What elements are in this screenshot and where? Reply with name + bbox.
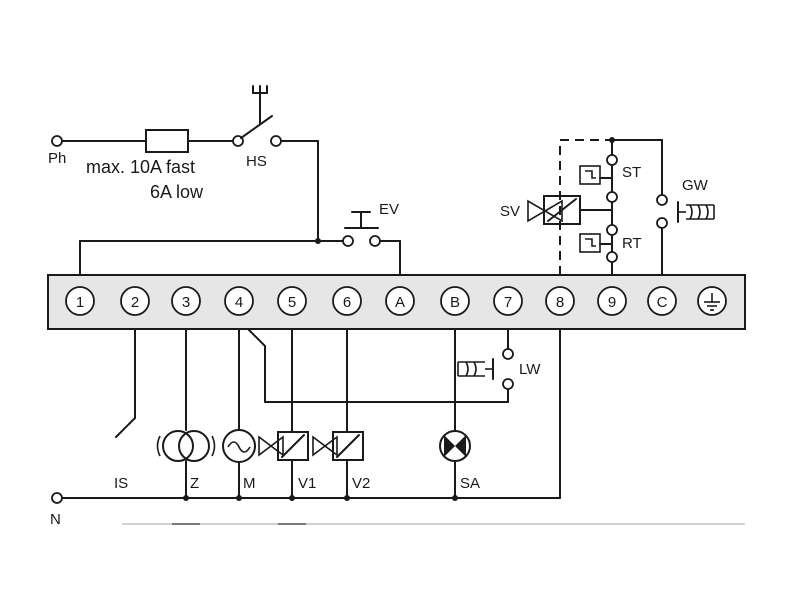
solenoid-valve-icon xyxy=(312,328,364,501)
is-label: IS xyxy=(114,475,128,492)
terminal-label: 8 xyxy=(556,294,564,311)
sa-label: SA xyxy=(460,475,480,492)
solenoid-valve-icon xyxy=(527,195,613,225)
z-label: Z xyxy=(190,475,199,492)
terminal-label: 1 xyxy=(76,294,84,311)
ignition-transformer-icon xyxy=(156,328,216,501)
switch-icon[interactable] xyxy=(240,85,282,147)
terminal-label: C xyxy=(657,294,668,311)
terminal-label: 9 xyxy=(608,294,616,311)
terminal-6[interactable]: 6 xyxy=(332,286,362,316)
fuse-icon xyxy=(145,129,189,153)
pushbutton-icon[interactable] xyxy=(344,211,379,229)
lamp-icon xyxy=(439,328,471,501)
is-switch xyxy=(115,328,136,438)
lw-label: LW xyxy=(519,361,541,378)
phase-line xyxy=(51,135,319,241)
terminal-7[interactable]: 7 xyxy=(493,286,523,316)
terminal-2[interactable]: 2 xyxy=(120,286,150,316)
terminal-label: 2 xyxy=(131,294,139,311)
m-label: M xyxy=(243,475,256,492)
hs-label: HS xyxy=(246,153,267,170)
gw-chain xyxy=(656,139,668,276)
lw-loop xyxy=(247,328,514,403)
rt-label: RT xyxy=(622,235,642,252)
v2-label: V2 xyxy=(352,475,370,492)
ground-icon xyxy=(704,293,720,311)
sv-label: SV xyxy=(500,203,520,220)
terminal-9[interactable]: 9 xyxy=(597,286,627,316)
terminal-strip xyxy=(47,274,746,330)
ph-label: Ph xyxy=(48,150,66,167)
fuse-rating-low-label: 6A low xyxy=(150,182,204,202)
terminal-a[interactable]: A xyxy=(385,286,415,316)
v1-label: V1 xyxy=(298,475,316,492)
terminal-b[interactable]: B xyxy=(440,286,470,316)
terminal-label: 3 xyxy=(182,294,190,311)
terminal-label: 4 xyxy=(235,294,243,311)
neutral-line xyxy=(51,328,561,504)
ev-label: EV xyxy=(379,201,399,218)
gw-label: GW xyxy=(682,177,709,194)
st-label: ST xyxy=(622,164,641,181)
st-rt-chain xyxy=(606,139,618,276)
pressure-switch-icon xyxy=(457,358,494,380)
terminal-c[interactable]: C xyxy=(647,286,677,316)
pressure-switch-icon xyxy=(579,233,613,253)
terminal-label: A xyxy=(395,294,405,311)
terminal-8[interactable]: 8 xyxy=(545,286,575,316)
terminal-label: 6 xyxy=(343,294,351,311)
terminal-label: 7 xyxy=(504,294,512,311)
pressure-switch-icon xyxy=(579,165,613,185)
fuse-rating-label: max. 10A fast xyxy=(86,157,195,177)
pressure-switch-icon xyxy=(677,201,715,223)
solenoid-valve-icon xyxy=(258,328,309,501)
n-label: N xyxy=(50,511,61,528)
terminal-1-feed xyxy=(79,235,401,276)
motor-icon xyxy=(222,328,256,501)
terminal-3[interactable]: 3 xyxy=(171,286,201,316)
terminal-4[interactable]: 4 xyxy=(224,286,254,316)
terminal-5[interactable]: 5 xyxy=(277,286,307,316)
terminal-1[interactable]: 1 xyxy=(65,286,95,316)
terminal-label: 5 xyxy=(288,294,296,311)
terminal-row: 1 2 3 4 5 6 A B 7 8 9 C xyxy=(65,286,677,316)
terminal-label: B xyxy=(450,294,460,311)
